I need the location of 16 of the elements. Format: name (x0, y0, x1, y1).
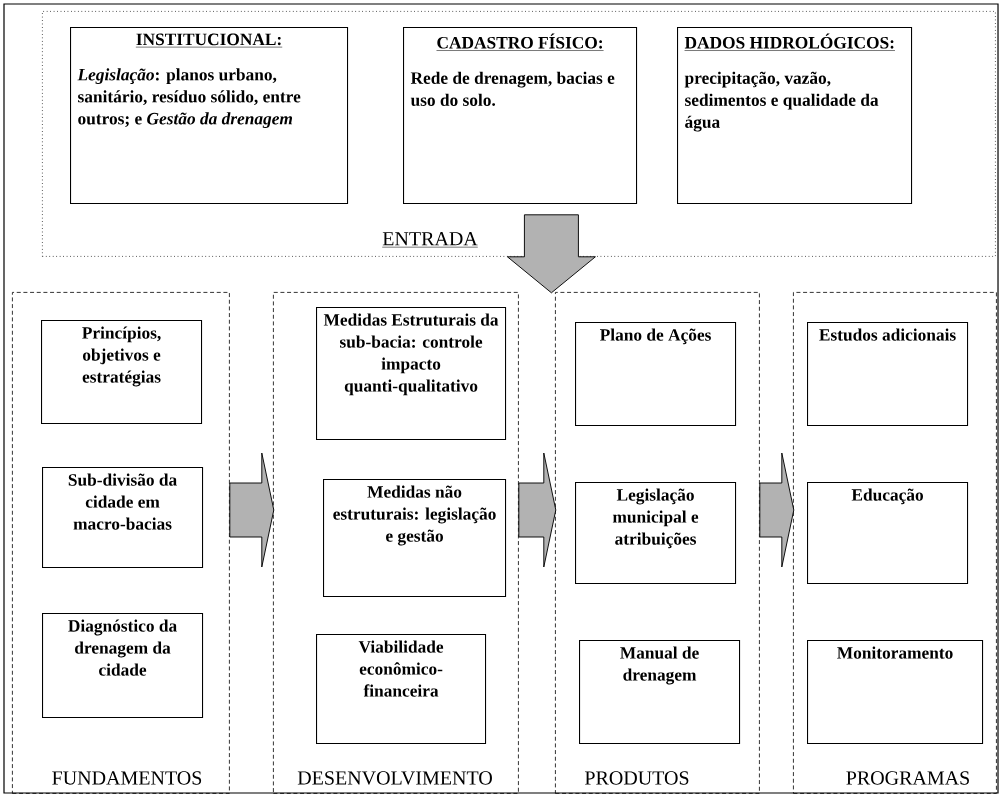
text-box: Viabilidade econômico-financeira (316, 634, 487, 745)
text-box: Estudos adicionais (807, 322, 969, 427)
text-box: Diagnóstico da drenagem da cidade (42, 613, 204, 719)
text-box: Educação (807, 482, 969, 585)
text-box: Sub-divisão da cidade em macro-bacias (42, 467, 204, 569)
text-box: Monitoramento (807, 640, 984, 745)
text-box: Legislação municipal e atribuições (575, 482, 737, 585)
text-box: Princípios, objetivos e estratégias (41, 320, 203, 425)
text-box: CADASTRO FÍSICO: Rede de drenagem, bacias e uso do solo. (403, 27, 638, 205)
text-box: INSTITUCIONAL: Legislação: planos urbano, sanitário, resíduo sólido, entre outros; e Gestão da drenagem (70, 27, 349, 205)
text-box: DADOS HIDROLÓGICOS: precipitação, vazão, sedimentos e qualidade da água (677, 27, 913, 205)
text-box: Medidas Estruturais da sub-bacia: controle impacto quanti-qualitativo (316, 307, 507, 441)
text-box: Manual de drenagem (579, 640, 741, 745)
text-box: Plano de Ações (575, 322, 737, 427)
text-box: Medidas não estruturais: legislação e gestão (323, 479, 507, 598)
block-arrow (506, 214, 596, 294)
